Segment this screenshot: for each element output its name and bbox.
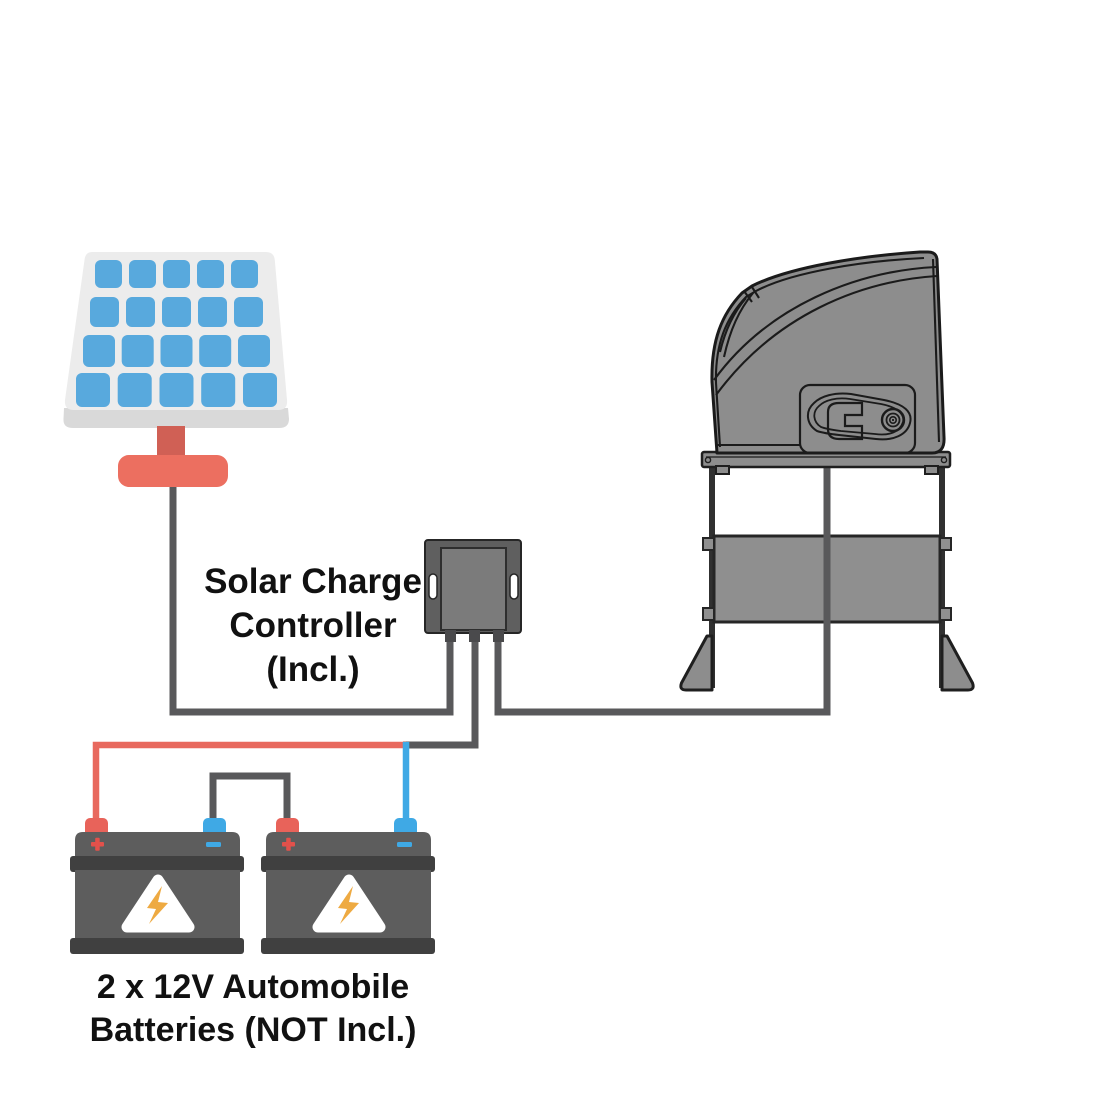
- stand-foot-right: [940, 634, 975, 692]
- panel-stand-base: [118, 455, 228, 487]
- controller-battery-wire: [403, 630, 479, 749]
- controller-label: Solar Charge Controller (Incl.): [160, 560, 466, 692]
- panel-stand-neck: [157, 426, 185, 460]
- hood-sweep-line-2: [715, 274, 938, 396]
- solar-panel: [63, 252, 289, 487]
- controller-mount-slot-left: [428, 573, 438, 600]
- release-handle: [826, 401, 864, 441]
- base-screw-left: [704, 456, 712, 464]
- lightning-bolt-icon: [338, 886, 359, 924]
- controller-label-line2: Controller: [229, 606, 397, 645]
- wiring: [92, 465, 831, 820]
- panel-cells: [76, 260, 277, 407]
- release-lever-outline: [807, 392, 912, 441]
- battery-1: [70, 818, 244, 954]
- minus-mark: [206, 842, 221, 847]
- controller-label-line3: (Incl.): [266, 650, 360, 689]
- solar-charge-controller: [424, 539, 522, 642]
- panel-face: [64, 252, 288, 410]
- panel-bottom-edge: [63, 408, 289, 428]
- base-screw-right: [940, 456, 948, 464]
- battery-label-line1: 2 x 12V Automobile: [96, 968, 410, 1006]
- sliding-gate-opener: [700, 250, 952, 475]
- key-lock: [880, 407, 906, 433]
- opener-body: [710, 250, 946, 455]
- gate-opener-wire: [494, 465, 831, 716]
- hood-sweep-line-1: [713, 265, 937, 381]
- battery-label-line2: Batteries (NOT Incl.): [89, 1011, 417, 1049]
- battery2-lid: [266, 832, 431, 858]
- controller-label-line1: Solar Charge: [204, 562, 422, 601]
- controller-body: [440, 547, 507, 631]
- solar-panel-wire: [169, 483, 454, 716]
- minus-mark: [397, 842, 412, 847]
- battery-positive-wire: [92, 741, 406, 820]
- battery-label: 2 x 12V Automobile Batteries (NOT Incl.): [33, 966, 473, 1052]
- controller-mount-slot-right: [509, 573, 519, 600]
- stand-foot-left: [679, 634, 714, 692]
- lightning-bolt-icon: [147, 886, 168, 924]
- battery-2: [261, 818, 435, 954]
- battery1-lid: [75, 832, 240, 858]
- release-panel: [798, 383, 917, 455]
- battery-series-link-wire: [209, 772, 291, 820]
